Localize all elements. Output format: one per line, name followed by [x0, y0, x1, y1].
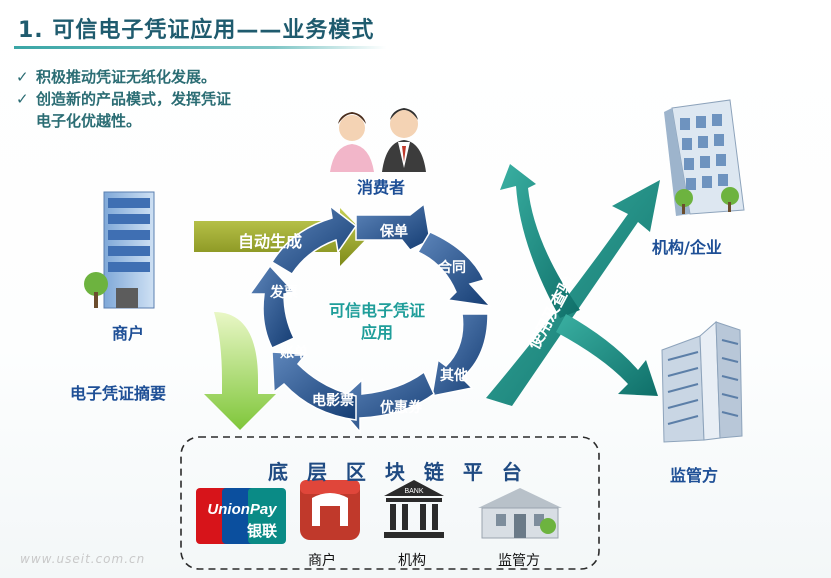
- bullet-list: ✓积极推动凭证无纸化发展。 ✓创造新的产品模式，发挥凭证 电子化优越性。: [16, 66, 231, 132]
- summary-arrow: [204, 312, 276, 430]
- bank-icon-text: BANK: [404, 488, 423, 495]
- center-label: 可信电子凭证 应用: [318, 300, 436, 344]
- page-title: 1. 可信电子凭证应用——业务模式: [18, 18, 375, 43]
- cycle-item-other: 其他: [440, 368, 468, 384]
- center-line-2: 应用: [360, 323, 393, 342]
- platform-item-institution: 机构: [398, 553, 426, 569]
- summary-label: 电子凭证摘要: [70, 384, 167, 403]
- platform-item-regulator: 监管方: [498, 553, 540, 569]
- auto-generate-label: 自动生成: [238, 232, 303, 251]
- check-icon: ✓: [16, 68, 29, 86]
- bank-icon: BANK: [384, 480, 444, 538]
- cycle-item-invoice: 发票: [270, 285, 298, 301]
- use-verify-arrows: [486, 164, 660, 406]
- consumer-label: 消费者: [357, 178, 406, 197]
- cycle-item-bill: 账单: [280, 345, 308, 361]
- regulator-office-icon: [478, 488, 562, 539]
- regulator-label: 监管方: [670, 466, 719, 485]
- check-icon: ✓: [16, 90, 29, 108]
- unionpay-en-text: UnionPay: [207, 501, 277, 518]
- cycle-item-coupon: 优惠券: [380, 400, 422, 416]
- title-underline: [14, 46, 386, 49]
- platform-box: [180, 436, 600, 570]
- watermark: www.useit.com.cn: [20, 552, 146, 566]
- bullet-item: ✓创造新的产品模式，发挥凭证: [16, 90, 232, 108]
- platform-title: 底 层 区 块 链 平 台: [268, 460, 528, 484]
- institution-label: 机构/企业: [652, 238, 722, 257]
- center-line-1: 可信电子凭证: [328, 301, 425, 320]
- merchant-building-icon: [84, 191, 155, 309]
- cycle-item-movie-ticket: 电影票: [312, 393, 354, 409]
- unionpay-logo: UnionPay 银联: [196, 488, 286, 544]
- cycle-ring: [248, 202, 492, 435]
- regulator-building-icon: [661, 320, 743, 443]
- cycle-item-contract: 合同: [438, 260, 466, 276]
- bullet-item: ✓积极推动凭证无纸化发展。: [16, 68, 217, 86]
- bullet-item: 电子化优越性。: [36, 112, 142, 130]
- cycle-item-insurance: 保单: [380, 224, 408, 240]
- institution-building-icon: [664, 99, 745, 216]
- unionpay-cn-text: 银联: [247, 522, 278, 540]
- platform-item-merchant: 商户: [308, 553, 336, 569]
- merchant-label: 商户: [112, 324, 145, 343]
- consumer-people-icon: [330, 108, 426, 172]
- shop-icon: [300, 480, 360, 540]
